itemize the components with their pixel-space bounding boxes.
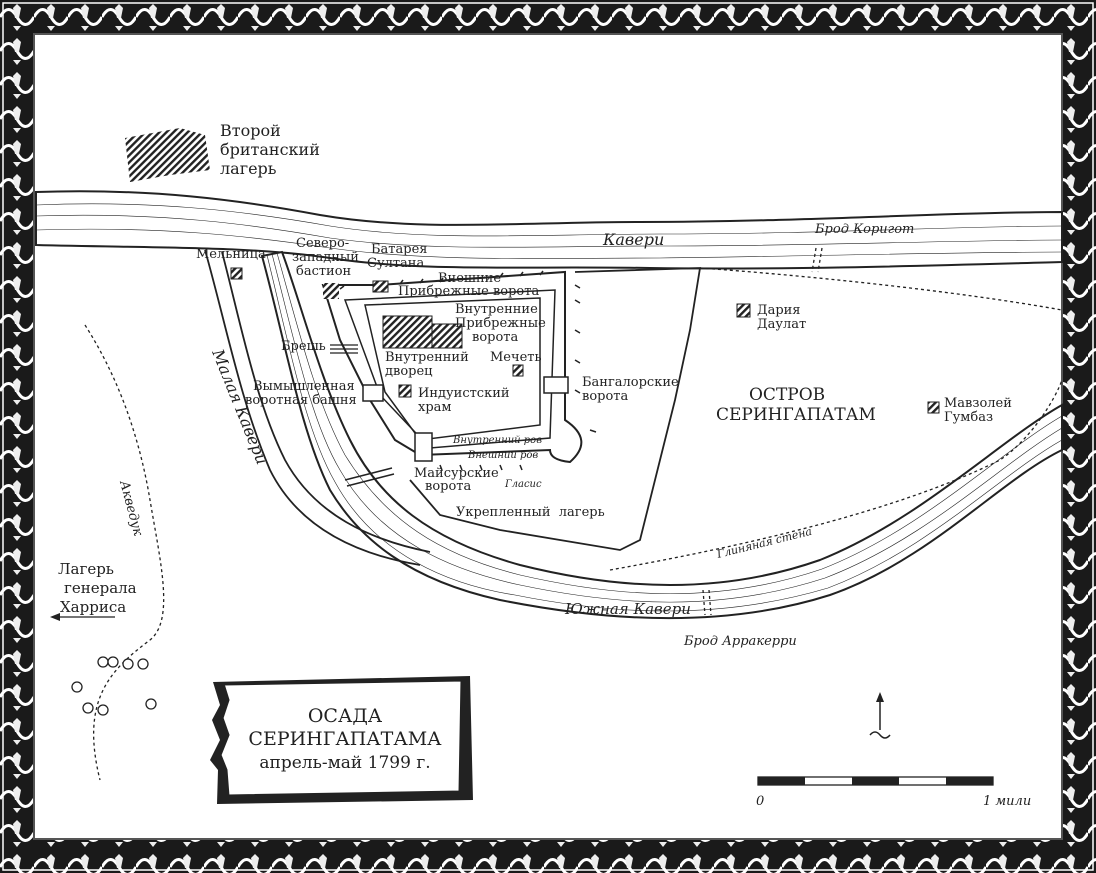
label-south-kaveri: Южная Кавери xyxy=(564,600,691,618)
label-second-camp: Второй xyxy=(220,121,281,140)
label-daria-daulat-2: Даулат xyxy=(757,317,806,332)
little-kaveri-river xyxy=(204,249,431,566)
label-inner-gates-3: ворота xyxy=(472,330,518,345)
label-ford-arrakerri: Брод Арракерри xyxy=(683,634,797,649)
title-line-1: ОСАДА xyxy=(308,705,383,727)
inner-palace-annex xyxy=(431,323,463,349)
label-fortified-camp: Укрепленный лагерь xyxy=(456,505,605,520)
label-mosque: Мечеть xyxy=(490,350,542,365)
label-bangalore-gates-2: ворота xyxy=(582,389,628,404)
label-harris-camp: Лагерь xyxy=(58,560,114,578)
label-gumbaz: Мавзолей xyxy=(944,396,1012,411)
label-harris-camp-3: Харриса xyxy=(60,598,126,616)
label-fake-tower: Вымышленная xyxy=(253,379,355,394)
label-nw-bastion: Северо- xyxy=(296,236,349,251)
label-nw-bastion-3: бастион xyxy=(296,264,351,279)
label-harris-camp-2: генерала xyxy=(64,579,137,597)
second-camp-area xyxy=(125,128,210,182)
title-line-3: апрель-май 1799 г. xyxy=(259,753,430,773)
label-kaveri: Кавери xyxy=(602,230,664,249)
inner-palace-building xyxy=(382,315,433,349)
scale-end: 1 мили xyxy=(983,794,1031,809)
label-hindu-temple: Индуистский xyxy=(418,386,510,401)
label-breach: Брешь xyxy=(281,339,326,354)
dotted-lines xyxy=(84,247,1063,781)
mill-building xyxy=(230,267,243,280)
label-second-camp-3: лагерь xyxy=(220,159,277,178)
bridge-mark xyxy=(344,467,395,487)
harris-camp-arrow-icon xyxy=(50,613,115,621)
scale-bar: 0 1 мили xyxy=(756,776,1031,809)
label-daria-daulat: Дария xyxy=(757,303,801,318)
label-outer-moat: Внешний ров xyxy=(467,450,538,461)
kaveri-river xyxy=(35,190,1063,270)
label-sultan-battery: Батарея xyxy=(371,242,427,257)
tree-icons xyxy=(71,656,157,716)
title-line-2: СЕРИНГАПАТАМА xyxy=(248,728,442,750)
label-mysore-gates: Майсурские xyxy=(414,466,499,481)
label-sultan-battery-2: Султана xyxy=(367,256,424,271)
label-inner-gates-2: Прибрежные xyxy=(455,316,546,331)
label-fake-tower-2: воротная башня xyxy=(245,393,357,408)
label-outer-gates: Внешние xyxy=(438,271,501,286)
label-gumbaz-2: Гумбаз xyxy=(944,410,993,425)
label-inner-moat: Внутренний ров xyxy=(452,435,542,446)
label-inner-palace-2: дворец xyxy=(385,364,433,379)
title-cartouche: ОСАДА СЕРИНГАПАТАМА апрель-май 1799 г. xyxy=(210,676,473,804)
north-arrow-icon xyxy=(869,692,891,739)
fortified-camp-outline xyxy=(409,267,702,551)
label-hindu-temple-2: храм xyxy=(418,400,452,415)
label-island: ОСТРОВ xyxy=(749,385,825,405)
label-second-camp-2: британский xyxy=(220,140,320,159)
scale-start: 0 xyxy=(756,794,764,809)
label-glacis: Гласис xyxy=(504,479,542,490)
label-inner-palace: Внутренний xyxy=(385,350,469,365)
label-mysore-gates-2: ворота xyxy=(425,479,471,494)
label-inner-gates: Внутренние xyxy=(455,302,538,317)
breach-mark xyxy=(330,344,358,354)
label-island-2: СЕРИНГАПАТАМ xyxy=(716,405,876,425)
label-outer-gates-2: Прибрежные ворота xyxy=(398,284,539,299)
daria-daulat-building xyxy=(736,303,751,318)
label-ford-korigot: Брод Коригот xyxy=(814,222,914,237)
label-mill: Мельница xyxy=(196,247,266,262)
gumbaz-building xyxy=(927,401,940,414)
hindu-temple-building xyxy=(398,384,412,398)
mosque-building xyxy=(512,364,524,377)
fort xyxy=(321,270,597,487)
label-bangalore-gates: Бангалорские xyxy=(582,375,679,390)
south-kaveri-river xyxy=(260,250,1063,620)
label-nw-bastion-2: западный xyxy=(292,250,359,265)
